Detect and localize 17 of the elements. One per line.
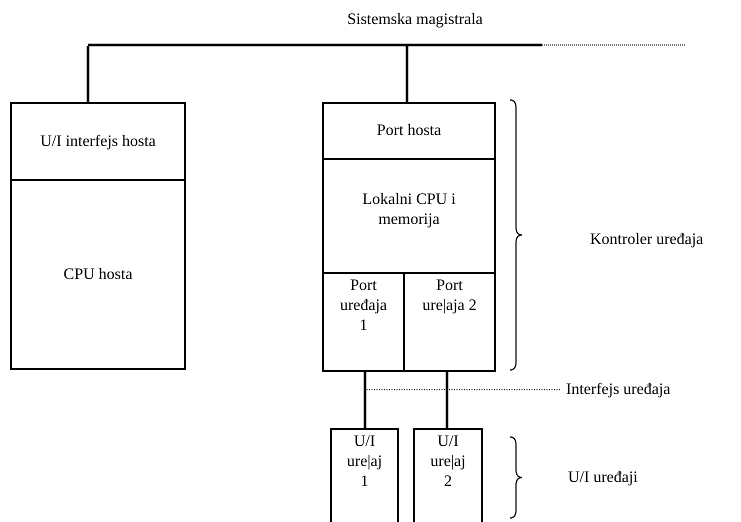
device-port-box: Port uređaja 1 [322,272,405,372]
device-box: U/I ure|aj 1 [330,428,399,522]
interface-box: U/I interfejs hosta [10,102,186,181]
connector-line [446,372,448,428]
port-box: Port hosta [322,102,496,160]
leader-line [366,389,560,390]
cpu-box: CPU hosta [10,179,186,370]
interface-label: Interfejs uređaja [566,380,670,400]
device-box: U/I ure|aj 2 [413,428,483,522]
connector-line [406,46,408,102]
cpu-memory-box: Lokalni CPU i memorija [322,158,496,274]
device-port-box: Port ure|aja 2 [403,272,496,372]
connector-line [364,372,366,428]
bus-label: Sistemska magistrala [346,10,484,30]
group-label: Kontroler uređaja [590,230,704,250]
connector-line [86,46,90,102]
group-label: U/I uređaji [568,468,638,488]
